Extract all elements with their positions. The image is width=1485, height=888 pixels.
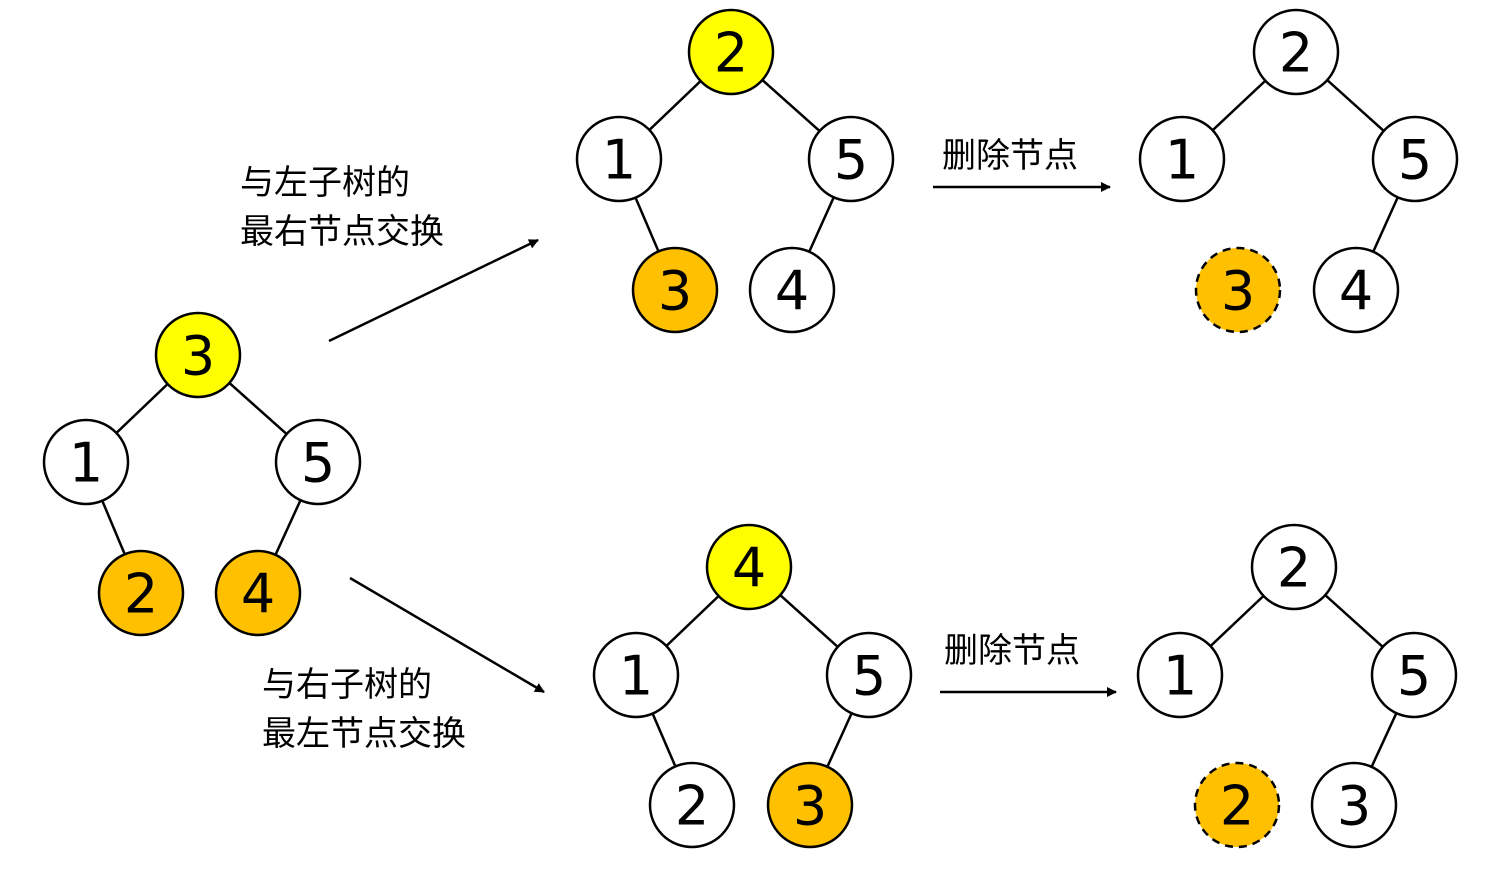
node-circle: [575, 115, 663, 203]
node-label: 4: [241, 563, 275, 626]
tree-node: 3: [631, 246, 719, 334]
left-swap-caption-line1: 与左子树的: [240, 163, 410, 203]
node-circle: [825, 631, 913, 719]
removed-node: 3: [1194, 246, 1282, 334]
node-circle: [97, 549, 185, 637]
node-circle: [1371, 115, 1459, 203]
tree-node: 2: [1252, 8, 1340, 96]
bottom-deleted-tree: 2 1 5 2 3: [1136, 523, 1458, 849]
node-circle: [687, 8, 775, 96]
node-circle: [1250, 523, 1338, 611]
tree-node: 5: [274, 418, 362, 506]
node-circle: [766, 761, 854, 849]
node-label: 2: [1277, 537, 1311, 600]
tree-node: 5: [1370, 631, 1458, 719]
removed-node: 2: [1193, 761, 1281, 849]
node-label: 4: [732, 537, 766, 600]
node-label: 3: [1337, 775, 1371, 838]
tree-node: 2: [97, 549, 185, 637]
node-label: 3: [793, 775, 827, 838]
node-label: 4: [775, 260, 809, 323]
node-label: 5: [1398, 129, 1432, 192]
node-circle: [705, 523, 793, 611]
tree-node: 1: [1136, 631, 1224, 719]
node-label: 5: [1397, 645, 1431, 708]
tree-node: 3: [766, 761, 854, 849]
node-label: 5: [301, 432, 335, 495]
node-circle: [274, 418, 362, 506]
tree-node: 5: [825, 631, 913, 719]
node-circle: [1370, 631, 1458, 719]
node-label: 1: [1163, 645, 1197, 708]
arrow-to-top: [328, 238, 539, 343]
node-circle: [1194, 246, 1282, 334]
right-swap-caption-line2: 最左节点交换: [262, 714, 466, 754]
original-tree: 3 1 5 2 4: [42, 311, 362, 637]
tree-node: 3: [1310, 761, 1398, 849]
node-circle: [1136, 631, 1224, 719]
node-circle: [592, 631, 680, 719]
top-deleted-tree: 2 1 5 3 4: [1138, 8, 1459, 334]
tree-node: 1: [1138, 115, 1226, 203]
node-label: 1: [1165, 129, 1199, 192]
node-label: 5: [852, 645, 886, 708]
top-swapped-tree: 2 1 5 3 4: [575, 8, 895, 334]
node-label: 1: [602, 129, 636, 192]
node-circle: [807, 115, 895, 203]
node-circle: [1310, 761, 1398, 849]
node-label: 2: [1279, 22, 1313, 85]
node-circle: [631, 246, 719, 334]
node-label: 4: [1339, 260, 1373, 323]
node-label: 2: [714, 22, 748, 85]
delete-caption-bottom: 删除节点: [944, 631, 1080, 671]
left-swap-caption-line2: 最右节点交换: [240, 212, 444, 252]
node-circle: [1312, 246, 1400, 334]
node-circle: [42, 418, 130, 506]
right-swap-caption-line1: 与右子树的: [262, 665, 432, 705]
delete-caption-top: 删除节点: [942, 136, 1078, 176]
tree-node: 1: [575, 115, 663, 203]
tree-node: 4: [1312, 246, 1400, 334]
node-circle: [648, 761, 736, 849]
tree-node: 4: [214, 549, 302, 637]
tree-node: 4: [748, 246, 836, 334]
node-label: 1: [619, 645, 653, 708]
tree-node: 1: [42, 418, 130, 506]
tree-node: 2: [648, 761, 736, 849]
node-label: 3: [1221, 260, 1255, 323]
node-label: 3: [658, 260, 692, 323]
node-circle: [1138, 115, 1226, 203]
tree-node: 3: [154, 311, 242, 399]
node-label: 2: [675, 775, 709, 838]
tree-node: 4: [705, 523, 793, 611]
node-label: 2: [1220, 775, 1254, 838]
node-circle: [748, 246, 836, 334]
node-circle: [1193, 761, 1281, 849]
node-label: 5: [834, 129, 868, 192]
bottom-swapped-tree: 4 1 5 2 3: [592, 523, 913, 849]
tree-node: 1: [592, 631, 680, 719]
node-label: 3: [181, 325, 215, 388]
tree-node: 2: [1250, 523, 1338, 611]
node-label: 2: [124, 563, 158, 626]
tree-node: 5: [1371, 115, 1459, 203]
tree-node: 5: [807, 115, 895, 203]
node-circle: [154, 311, 242, 399]
node-label: 1: [69, 432, 103, 495]
node-circle: [214, 549, 302, 637]
tree-node: 2: [687, 8, 775, 96]
arrow-to-bottom: [349, 576, 545, 694]
node-circle: [1252, 8, 1340, 96]
